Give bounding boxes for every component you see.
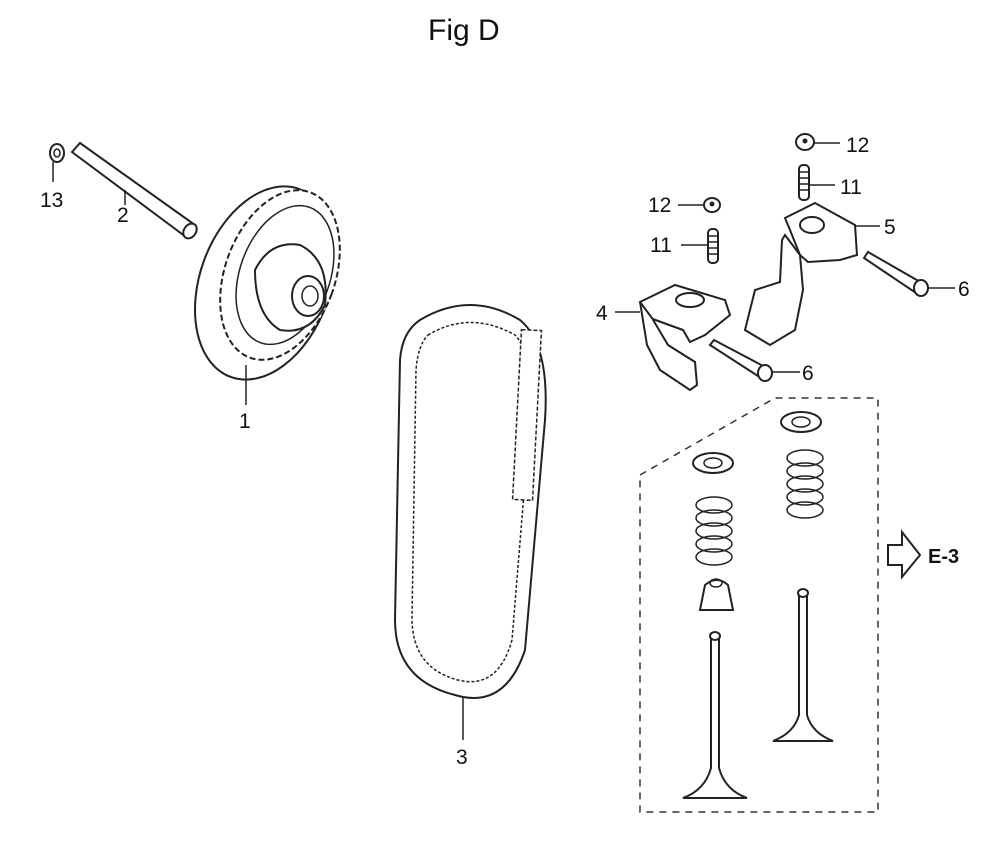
callout-1[interactable]: 1 xyxy=(239,410,251,433)
valve-assembly-group-outline xyxy=(639,397,879,813)
camshaft-pulley-part-1 xyxy=(193,185,341,381)
callout-4[interactable]: 4 xyxy=(596,302,608,325)
rocker-arm-part-5 xyxy=(743,201,859,347)
callout-2[interactable]: 2 xyxy=(117,204,129,227)
rocker-arm-part-4 xyxy=(638,283,732,392)
nut-part-12-left xyxy=(703,197,721,213)
callout-5[interactable]: 5 xyxy=(884,216,896,239)
valve-assembly-parts xyxy=(682,411,834,799)
shaft-part-2 xyxy=(70,141,198,240)
figure-title: Fig D xyxy=(428,14,500,47)
callout-6-right[interactable]: 6 xyxy=(958,278,970,301)
callout-6-left[interactable]: 6 xyxy=(802,362,814,385)
callout-12-right[interactable]: 12 xyxy=(846,134,869,157)
reference-label[interactable]: E-3 xyxy=(928,546,959,568)
callout-3[interactable]: 3 xyxy=(456,746,468,769)
callout-13[interactable]: 13 xyxy=(40,189,63,212)
arrow-right-icon xyxy=(887,529,922,580)
reference-link-e3[interactable]: E-3 xyxy=(887,529,959,580)
nut-part-12-right xyxy=(795,133,815,151)
adjuster-screw-part-11-left xyxy=(707,228,719,264)
timing-belt-part-3 xyxy=(393,304,547,699)
washer-part-13 xyxy=(49,143,65,163)
callout-12-left[interactable]: 12 xyxy=(648,194,671,217)
callout-11-right[interactable]: 11 xyxy=(840,176,862,199)
pin-part-6-right xyxy=(862,250,929,297)
pin-part-6-left xyxy=(708,338,773,382)
adjuster-screw-part-11-right xyxy=(798,164,810,201)
callout-11-left[interactable]: 11 xyxy=(650,234,672,257)
